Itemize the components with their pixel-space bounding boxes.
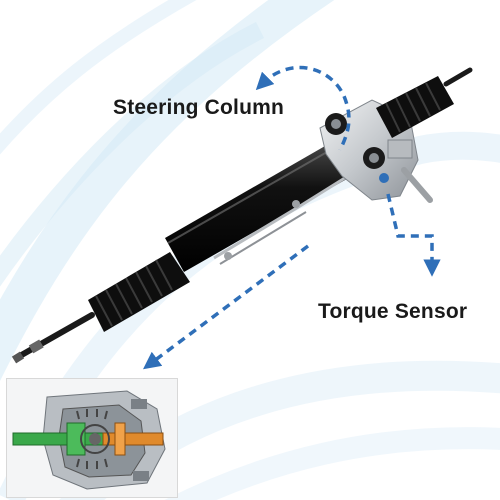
inset-pointer-arrow [142, 244, 310, 370]
torque-sensor-arrow [386, 193, 441, 277]
steering-rack-illustration [11, 67, 473, 364]
left-bellows [88, 252, 190, 332]
torque-sensor-label: Torque Sensor [318, 300, 468, 323]
steering-column-label: Steering Column [113, 96, 285, 119]
cutaway-illustration [7, 379, 177, 497]
steering-column-arrow [255, 65, 351, 151]
right-bellows [376, 76, 454, 138]
torque-sensor-cutaway-inset [6, 378, 178, 498]
